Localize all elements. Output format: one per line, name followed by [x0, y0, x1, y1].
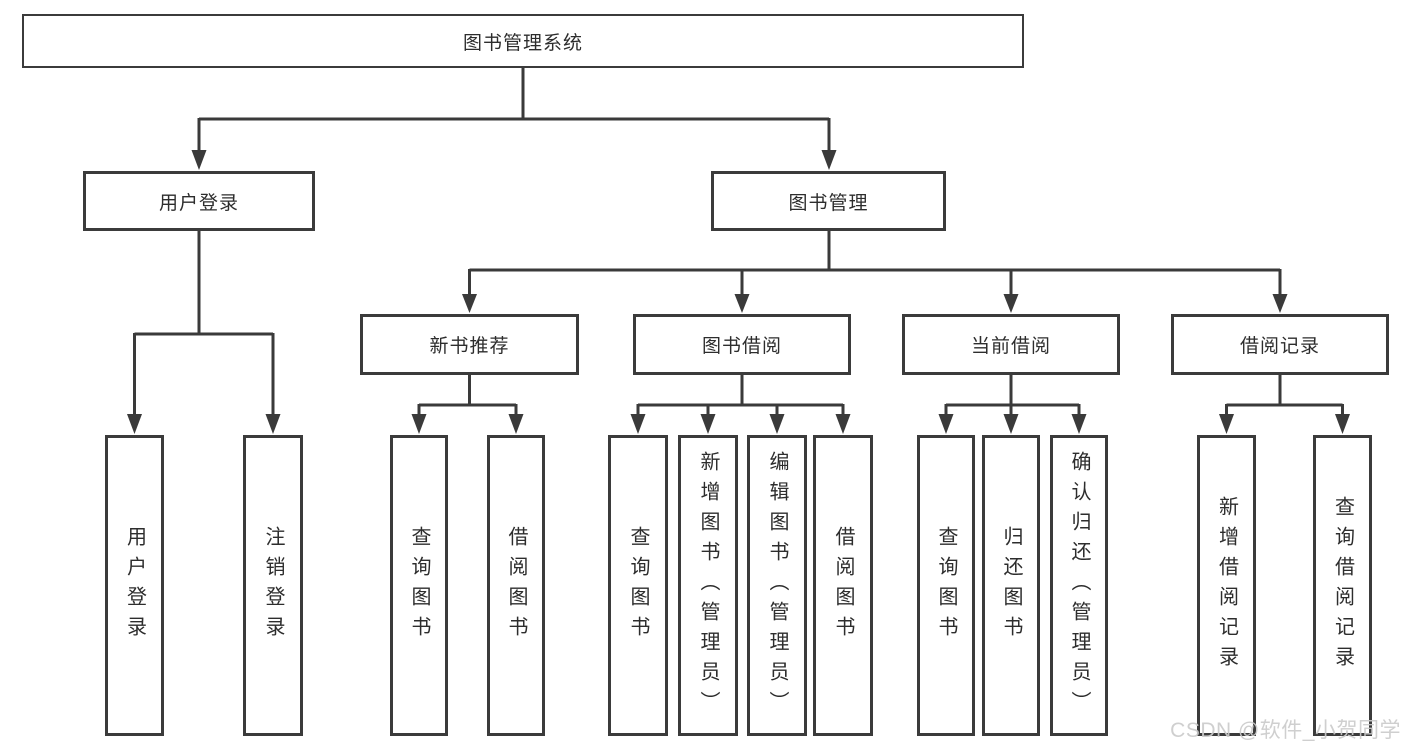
- leaf-query-book-current: 查询图书: [917, 435, 975, 736]
- leaf-logout: 注销登录: [243, 435, 303, 736]
- leaf-edit-book-admin: 编辑图书（管理员）: [747, 435, 807, 736]
- leaf-query-book-borrow: 查询图书: [608, 435, 668, 736]
- leaf-query-borrow-record: 查询借阅记录: [1313, 435, 1372, 736]
- leaf-query-book-recommend: 查询图书: [390, 435, 448, 736]
- leaf-borrow-book-recommend: 借阅图书: [487, 435, 545, 736]
- node-user-login: 用户登录: [83, 171, 315, 231]
- leaf-confirm-return-admin: 确认归还（管理员）: [1050, 435, 1108, 736]
- leaf-add-borrow-record: 新增借阅记录: [1197, 435, 1256, 736]
- csdn-watermark: CSDN @软件_小贺同学: [1170, 719, 1401, 742]
- node-current-borrow: 当前借阅: [902, 314, 1120, 375]
- node-book-borrow: 图书借阅: [633, 314, 851, 375]
- node-borrow-records: 借阅记录: [1171, 314, 1389, 375]
- leaf-borrow-book: 借阅图书: [813, 435, 873, 736]
- node-new-book-recommend: 新书推荐: [360, 314, 579, 375]
- node-book-management: 图书管理: [711, 171, 946, 231]
- leaf-add-book-admin: 新增图书（管理员）: [678, 435, 738, 736]
- leaf-return-book: 归还图书: [982, 435, 1040, 736]
- node-root-system: 图书管理系统: [22, 14, 1024, 68]
- leaf-user-login: 用户登录: [105, 435, 164, 736]
